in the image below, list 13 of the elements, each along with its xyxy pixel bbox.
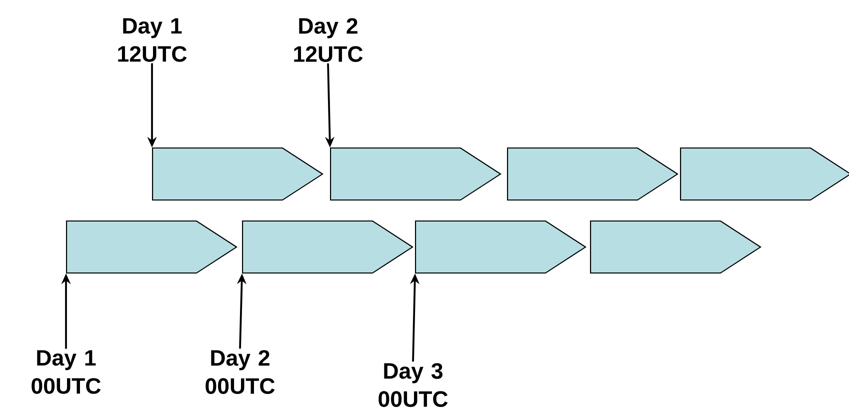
time-label: Day 1 12UTC xyxy=(118,18,187,62)
time-label: Day 2 00UTC xyxy=(206,350,275,394)
time-label: Day 1 00UTC xyxy=(32,350,101,394)
pentagon-arrow-shape xyxy=(415,220,587,274)
pentagon-arrow-shape xyxy=(152,147,324,201)
pentagon-arrow-shape xyxy=(242,220,414,274)
pentagon-arrow-shape xyxy=(680,147,849,201)
pentagon-arrow-shape xyxy=(590,220,762,274)
time-label: Day 2 12UTC xyxy=(294,18,363,62)
pentagon-arrow-shape xyxy=(330,147,502,201)
pentagon-arrow-shape xyxy=(66,220,238,274)
time-label: Day 3 00UTC xyxy=(378,363,448,407)
pentagon-arrow-shape xyxy=(507,147,678,201)
